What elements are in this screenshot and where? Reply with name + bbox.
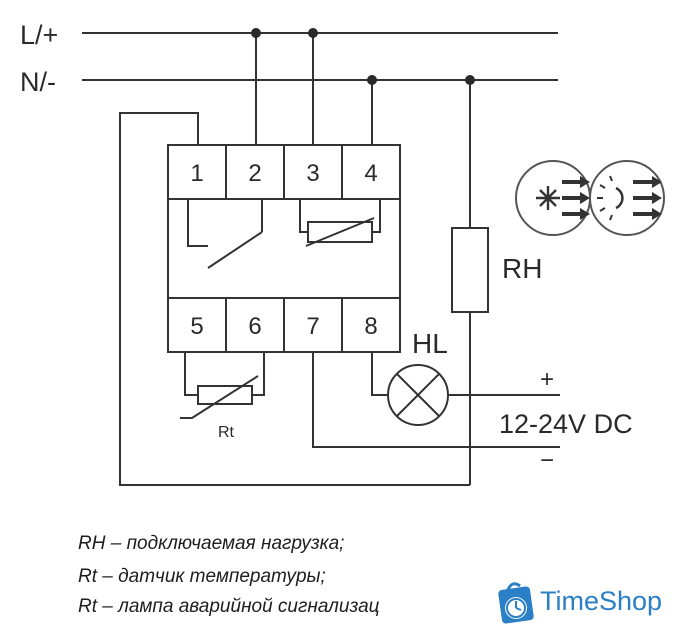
load-label: RH <box>502 253 542 284</box>
load-resistor <box>451 227 489 313</box>
terminal-3-label: 3 <box>306 160 319 187</box>
wire-return-to-t1 <box>119 112 470 486</box>
line-l-label: L/+ <box>20 20 58 50</box>
dc-voltage-label: 12-24V DC <box>499 409 633 439</box>
terminal-6-label: 6 <box>248 313 261 340</box>
regulator-icon <box>307 221 373 243</box>
thermistor-icon <box>197 385 253 405</box>
frost-icon <box>515 160 591 236</box>
terminal-1-label: 1 <box>190 160 203 187</box>
sensor-wire-left <box>184 352 198 396</box>
dc-minus-label: − <box>540 447 554 474</box>
junction-dot <box>251 28 261 38</box>
relay-contact-icon <box>207 231 263 269</box>
legend-line-load: RH – подключаемая нагрузка; <box>78 533 345 554</box>
wire-t8-lamp <box>371 352 388 396</box>
terminal-8-label: 8 <box>364 313 377 340</box>
legend-line-lamp: Rt – лампа аварийной сигнализац <box>78 596 380 617</box>
junction-dot <box>308 28 318 38</box>
terminal-2-label: 2 <box>248 160 261 187</box>
terminal-4-label: 4 <box>364 160 377 187</box>
watermark-logo: TimeShop <box>494 578 692 630</box>
coil-wire-left <box>299 199 308 233</box>
contact-wire <box>187 199 208 247</box>
clock-bag-icon <box>498 582 534 624</box>
junction-dot <box>465 75 475 85</box>
sensor-wire-right <box>252 352 265 396</box>
thermistor-slash <box>180 375 259 419</box>
watermark-brand: TimeShop <box>540 586 663 616</box>
terminal-5-label: 5 <box>190 313 203 340</box>
sun-icon <box>589 160 665 236</box>
coil-wire-right <box>372 199 381 233</box>
terminal-7-label: 7 <box>306 313 319 340</box>
lamp-label: HL <box>412 328 448 359</box>
junction-dot <box>367 75 377 85</box>
line-n-label: N/- <box>20 67 56 97</box>
dc-plus-label: + <box>540 366 554 393</box>
wire-t7-dc-minus <box>312 352 560 448</box>
legend-line-sensor: Rt – датчик температуры; <box>78 566 326 587</box>
sensor-label: Rt <box>218 424 235 441</box>
